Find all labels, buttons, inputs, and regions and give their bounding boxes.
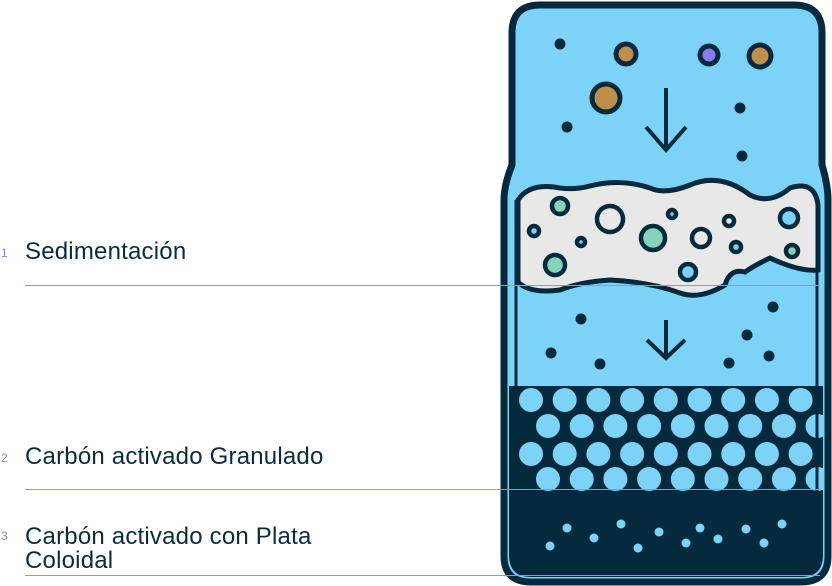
silver-particle [616, 519, 626, 529]
silver-particle [777, 519, 787, 529]
carbon-granule [771, 414, 796, 438]
silver-particle [562, 523, 572, 533]
carbon-granule [552, 388, 577, 412]
sediment-dot [734, 102, 746, 114]
carbon-granule [721, 442, 746, 466]
carbon-granule [704, 414, 729, 438]
sediment-particle [589, 81, 623, 115]
carbon-granule [653, 442, 678, 466]
carbon-granule [704, 467, 729, 491]
carbon-granule [620, 388, 645, 412]
step-label: Carbón activado con Plata Coloidal [25, 523, 312, 574]
carbon-granule [637, 467, 662, 491]
sediment-dot [575, 313, 587, 325]
carbon-granule [519, 442, 543, 466]
carbon-granule [721, 388, 746, 412]
sediment-particle [697, 43, 721, 67]
sediment-dot [763, 350, 775, 362]
carbon-granule [670, 414, 695, 438]
carbon-granule [788, 388, 813, 412]
carbon-granule [738, 467, 763, 491]
foam-bubble [574, 235, 588, 249]
sediment-dot [767, 301, 779, 313]
sediment-dot [736, 150, 748, 162]
carbon-granule [754, 442, 779, 466]
silver-particle [681, 538, 691, 548]
divider [25, 575, 820, 576]
carbon-granule [653, 388, 678, 412]
foam-bubble [777, 206, 801, 230]
carbon-granule [670, 467, 695, 491]
foam-bubble [677, 261, 699, 283]
foam-bubble [549, 195, 571, 217]
silver-particle [741, 524, 751, 534]
carbon-granule [771, 467, 796, 491]
step-number: 2 [1, 451, 8, 465]
sediment-dot [594, 358, 606, 370]
divider [25, 489, 820, 490]
step-number: 1 [1, 246, 8, 260]
divider [25, 285, 820, 286]
carbon-granule [738, 414, 763, 438]
step-label: Carbón activado Granulado [25, 443, 324, 470]
carbon-granule [552, 442, 577, 466]
foam-bubble [526, 223, 542, 239]
carbon-granule [569, 467, 594, 491]
carbon-granule [519, 388, 543, 412]
silver-particle [633, 543, 643, 553]
inner-wall [514, 200, 819, 573]
silver-particle [589, 533, 599, 543]
foam-bubble [728, 239, 744, 255]
step-number: 3 [1, 529, 8, 543]
carbon-granule [586, 442, 611, 466]
sediment-dot [741, 329, 753, 341]
carbon-granule [536, 467, 560, 491]
carbon-granule [603, 467, 628, 491]
granular-carbon-layer [509, 386, 823, 577]
silver-particle [695, 523, 705, 533]
sediment-particle [746, 42, 774, 70]
foam-bubble [638, 223, 668, 253]
carbon-granule [788, 442, 813, 466]
silver-particle [713, 534, 723, 544]
step-label: Sedimentación [25, 238, 187, 265]
sediment-dot [545, 347, 557, 359]
foam-bubble [542, 252, 568, 278]
arrow-down-icon [644, 88, 688, 154]
foam-bubble [665, 207, 679, 221]
carbon-granule [754, 388, 779, 412]
carbon-granule [687, 388, 712, 412]
carbon-granule [603, 414, 628, 438]
carbon-granule [637, 414, 662, 438]
foam-bubble [689, 226, 713, 250]
carbon-granule [569, 414, 594, 438]
carbon-granule [536, 414, 560, 438]
sediment-dot [554, 38, 566, 50]
foam-bubble [594, 203, 626, 235]
silver-particle [759, 538, 769, 548]
carbon-granule [620, 442, 645, 466]
sediment-dot [561, 121, 573, 133]
foam-bubble [783, 242, 801, 260]
silver-particle [654, 527, 664, 537]
sediment-particle [613, 41, 639, 67]
sediment-dot [723, 357, 735, 369]
foam-bubble [721, 213, 737, 229]
carbon-granule [586, 388, 611, 412]
arrow-down-icon [645, 320, 687, 361]
carbon-granule [687, 442, 712, 466]
silver-particle [545, 541, 555, 551]
